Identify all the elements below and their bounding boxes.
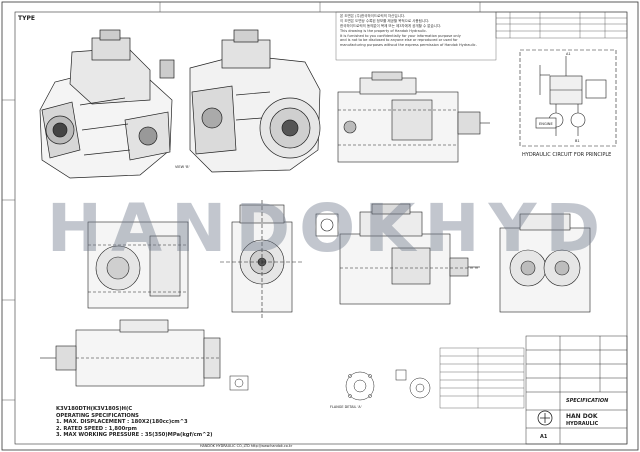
company-name-line2: HYDRAULIC bbox=[566, 421, 599, 427]
watermark: HANDOKHYD bbox=[46, 190, 610, 267]
spec-item: 2. RATED SPEED : 1,800rpm bbox=[56, 425, 137, 432]
company-logo-mark bbox=[540, 413, 550, 423]
inner-border bbox=[14, 11, 628, 445]
notice-line: 본 도면은 (주)한국하이드로릭의 자산입니다. bbox=[340, 14, 406, 18]
doc-type: SPECIFICATION bbox=[566, 398, 609, 404]
spec-item: 3. MAX WORKING PRESSURE : 35(350)MPa(kgf… bbox=[56, 432, 213, 438]
port-b1-label: B1 bbox=[575, 139, 580, 143]
view-b-label: VIEW 'B' bbox=[175, 165, 190, 169]
notice-line: and is not to be disclosed to anyone els… bbox=[340, 38, 458, 43]
flange-view bbox=[315, 213, 339, 237]
rear-view bbox=[499, 213, 591, 313]
title-block bbox=[525, 335, 628, 445]
notice-line: manufacturing purposes without the expre… bbox=[340, 43, 477, 48]
hydraulic-circuit-diagram bbox=[519, 49, 617, 147]
top-left-tag: TYPE bbox=[18, 15, 35, 22]
notice-line: 한국하이드로릭의 동의없이 복제 또는 제3자에게 공개할 수 없습니다. bbox=[340, 23, 442, 28]
side-view-top bbox=[337, 71, 490, 163]
spec-item: 1. MAX. DISPLACEMENT : 180X2(180cc)cm^3 bbox=[56, 419, 188, 425]
footer-text: HANDOK HYDRAULIC CO.,LTD http://www.hand… bbox=[200, 444, 293, 448]
flange-detail-drawings bbox=[229, 369, 431, 401]
spline-detail-table bbox=[439, 347, 525, 409]
port-a1-label: A1 bbox=[566, 52, 571, 56]
confidentiality-notice: 본 도면은 (주)한국하이드로릭의 자산입니다. 이 도면은 도면상 수록된 정… bbox=[340, 14, 477, 48]
flange-detail-label: FLANGE DETAIL 'A' bbox=[330, 405, 362, 409]
zone-marks bbox=[2, 2, 481, 401]
revision-block bbox=[495, 11, 628, 39]
notice-line: This drawing is the property of Handok H… bbox=[340, 28, 428, 33]
isometric-pump-right bbox=[189, 29, 321, 173]
company-name-line1: HAN DOK bbox=[566, 413, 598, 420]
side-view-middle bbox=[339, 203, 480, 305]
spec-heading: OPERATING SPECIFICATIONS bbox=[56, 412, 139, 419]
engine-label: ENGINE bbox=[539, 122, 553, 126]
sheet-size: A1 bbox=[540, 434, 548, 440]
notice-line: It is furnished to you confidentially fo… bbox=[340, 33, 461, 38]
bottom-view bbox=[40, 319, 221, 387]
circuit-title: HYDRAULIC CIRCUIT FOR PRINCIPLE bbox=[522, 152, 611, 158]
operating-specifications: K3V180DTH(K3V180S)H(C OPERATING SPECIFIC… bbox=[56, 406, 212, 439]
notice-line: 이 도면은 도면상 수록된 정보를 제공할 목적으로 사용됩니다. bbox=[340, 18, 430, 23]
front-view-centre bbox=[220, 200, 304, 320]
front-view-left bbox=[87, 221, 189, 309]
model-number: K3V180DTH(K3V180S)H(C bbox=[56, 406, 133, 412]
company-logo bbox=[537, 410, 553, 426]
isometric-pump-left bbox=[39, 29, 175, 179]
